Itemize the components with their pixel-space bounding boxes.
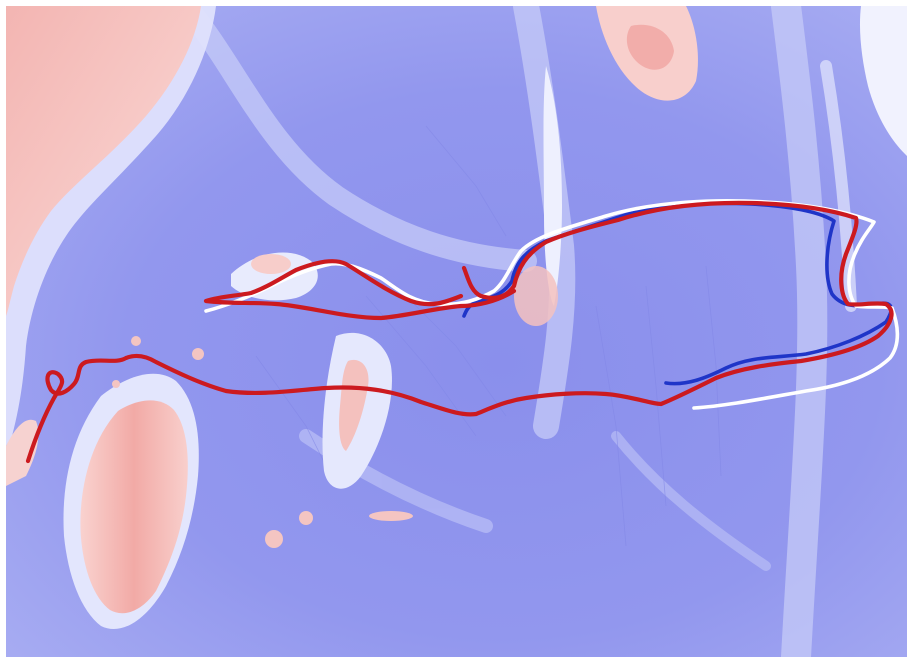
drift-tracks — [25, 199, 900, 464]
red-track[interactable] — [25, 200, 894, 464]
chagos-bank — [514, 266, 558, 326]
madagascar — [80, 400, 188, 614]
bathymetry-ridges — [175, 6, 857, 657]
maldives-chain — [543, 66, 562, 306]
mozambique-coast — [6, 419, 39, 486]
blue-track[interactable] — [462, 201, 893, 386]
africa-coast — [6, 6, 201, 316]
sumatra-edge — [859, 6, 907, 156]
white-track[interactable] — [204, 199, 900, 410]
small-islands — [112, 336, 413, 548]
sri-lanka-peak — [626, 24, 674, 70]
mascarene-shoal — [339, 359, 369, 451]
seychelles-island — [251, 254, 291, 274]
ocean-bathymetry-map[interactable] — [6, 6, 907, 657]
